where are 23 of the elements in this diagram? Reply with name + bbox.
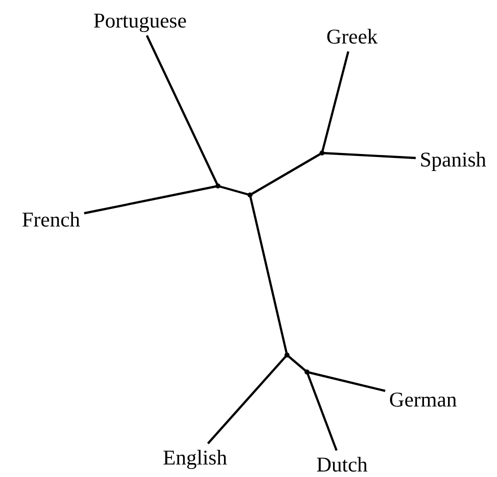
tree-branch xyxy=(322,152,416,160)
branch-junction xyxy=(216,184,220,188)
tree-branch xyxy=(286,354,308,373)
tree-branch xyxy=(146,35,219,186)
language-label: French xyxy=(18,206,84,234)
branch-junction xyxy=(304,370,310,374)
language-label: German xyxy=(385,386,461,414)
language-label: Greek xyxy=(322,22,382,52)
tree-branch xyxy=(207,354,288,444)
tree-branch xyxy=(306,370,386,392)
branch-junction xyxy=(284,352,290,358)
tree-branch xyxy=(249,152,323,196)
branch-junction xyxy=(248,192,252,198)
tree-branch xyxy=(306,372,338,451)
language-label: Spanish xyxy=(416,146,490,174)
language-label: English xyxy=(158,444,232,472)
tree-branch xyxy=(218,184,250,196)
tree-branch xyxy=(84,184,218,214)
language-label: Dutch xyxy=(312,450,372,477)
tree-branch xyxy=(248,194,288,356)
branch-junction xyxy=(320,150,324,156)
language-label: Portuguese xyxy=(89,6,191,36)
tree-branch xyxy=(320,51,350,154)
